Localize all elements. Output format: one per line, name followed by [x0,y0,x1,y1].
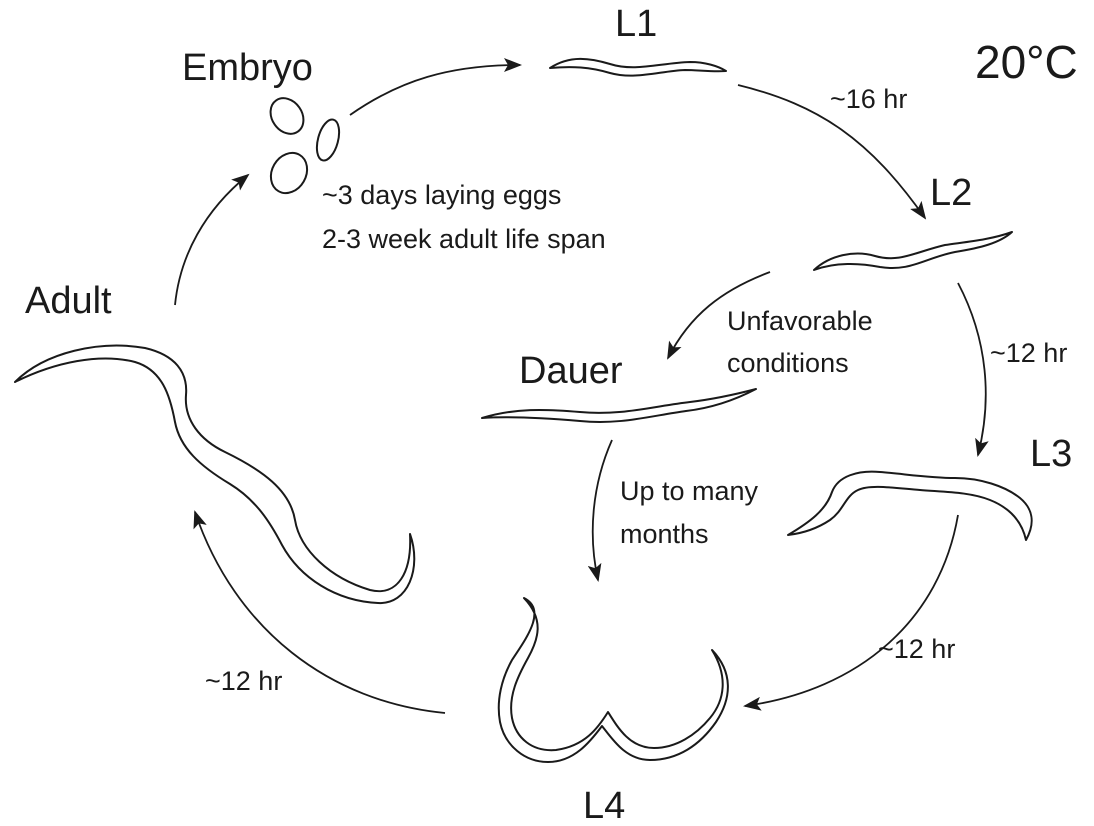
egg-icon [264,146,314,199]
temperature-label: 20°C [975,36,1078,88]
unfavorable-note-line2: conditions [727,348,849,378]
l3-worm-icon [788,472,1032,540]
duration-l3-l4: ~12 hr [878,634,955,664]
egg-icon [264,92,310,140]
duration-l2-l3: ~12 hr [990,338,1067,368]
adult-worm-icon [15,346,414,603]
l4-label: L4 [583,785,625,826]
duration-l4-adult: ~12 hr [205,666,282,696]
embryo-label: Embryo [182,47,313,89]
arrow-adult-to-embryo [175,175,248,305]
adult-label: Adult [25,280,112,322]
l2-label: L2 [930,172,972,214]
dauer-label: Dauer [519,350,623,392]
arrow-dauer-to-l4 [593,440,612,580]
dauer-duration-line2: months [620,519,709,549]
dauer-duration-line1: Up to many [620,476,759,506]
l4-worm-icon [499,598,728,762]
l1-worm-icon [550,59,726,76]
egg-icon [313,117,343,163]
arrow-l3-to-l4 [745,515,958,706]
dauer-worm-icon [482,389,756,422]
arrow-embryo-to-l1 [350,65,520,115]
egg-laying-note: ~3 days laying eggs [322,180,561,210]
arrow-l2-to-l3 [958,283,986,455]
unfavorable-note-line1: Unfavorable [727,306,873,336]
duration-l1-l2: ~16 hr [830,84,907,114]
l3-label: L3 [1030,433,1072,475]
life-span-note: 2-3 week adult life span [322,224,606,254]
l2-worm-icon [814,232,1012,270]
l1-label: L1 [615,3,657,45]
